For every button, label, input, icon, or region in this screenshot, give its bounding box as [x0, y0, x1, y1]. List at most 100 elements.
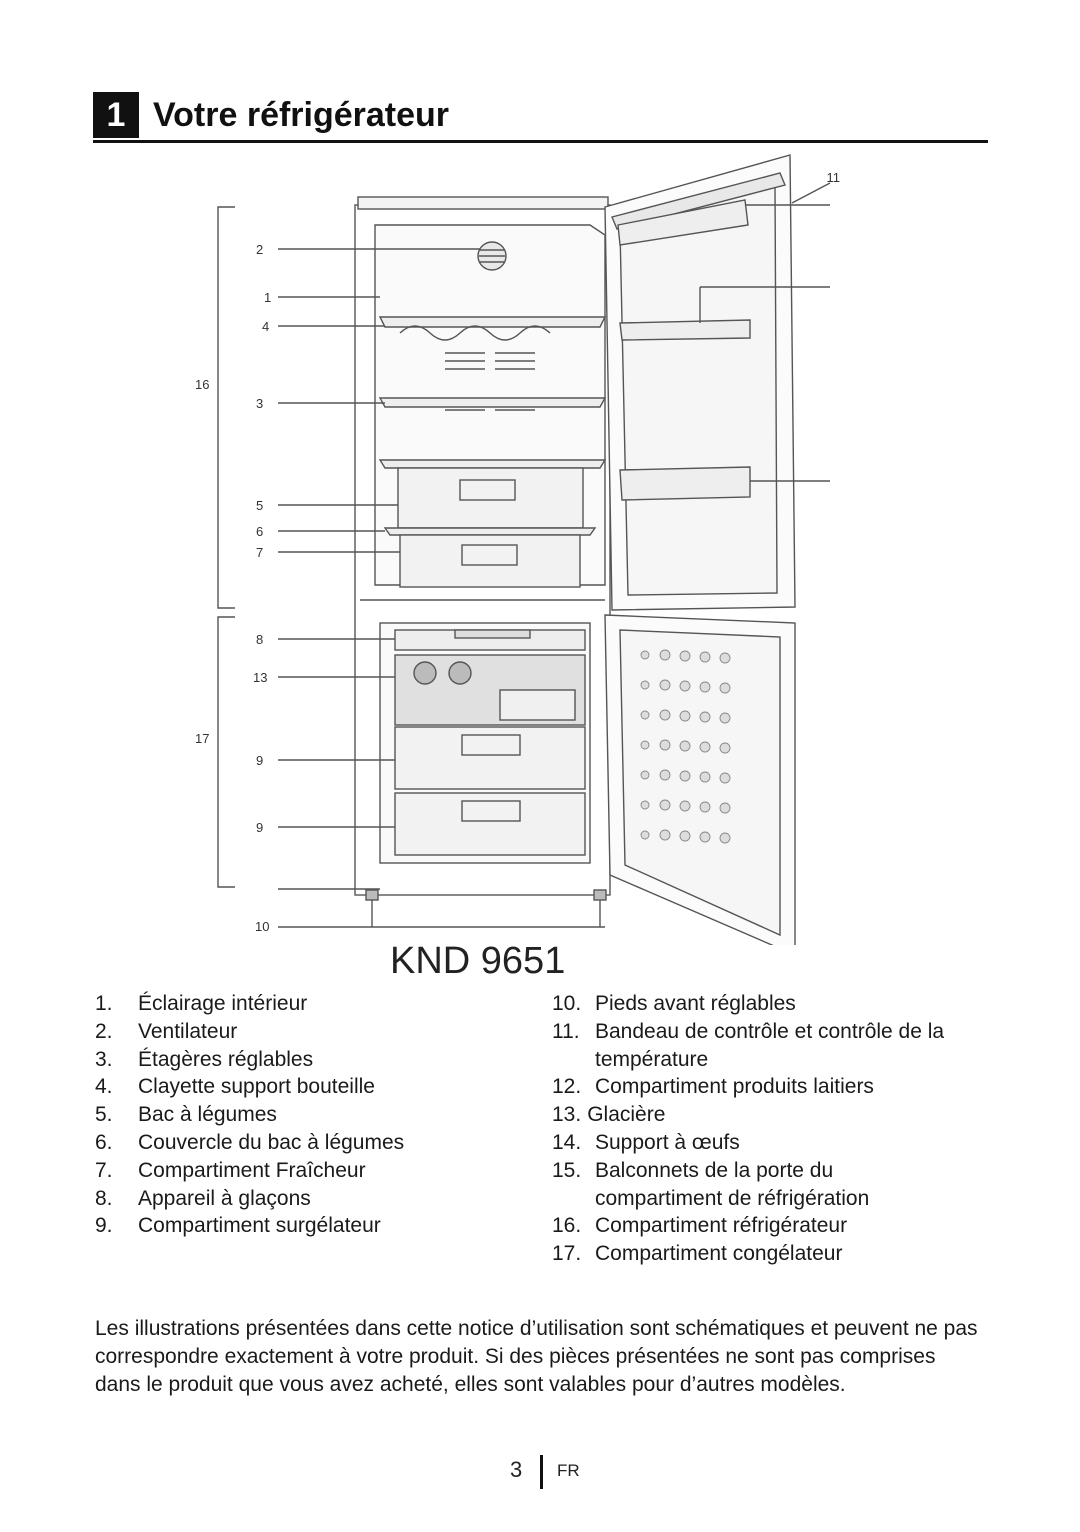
legend-item: compartiment de réfrigération — [552, 1185, 992, 1213]
legend-item: 7. Compartiment Fraîcheur — [95, 1157, 535, 1185]
legend-item-label: Glacière — [587, 1103, 666, 1127]
dairy-compartment — [617, 199, 749, 246]
callout-4: 4 — [262, 319, 269, 334]
legend-item-label: compartiment de réfrigération — [595, 1186, 870, 1210]
freezer-drawer-2 — [394, 792, 586, 856]
legend-item: 17. Compartiment congélateur — [552, 1240, 992, 1268]
callout-3: 3 — [256, 396, 263, 411]
legend-item: 11.Bandeau de contrôle et contrôle de la — [552, 1018, 992, 1046]
legend-item: 12. Compartiment produits laitiers — [552, 1073, 992, 1101]
refrigerator-diagram: 2 1 4 16 3 5 6 7 8 13 17 9 9 10 11 12 14… — [195, 154, 841, 945]
egg-rack — [619, 319, 751, 341]
legend-item-number: 11. — [552, 1019, 580, 1043]
legend-item-number: 12. — [552, 1075, 582, 1099]
legend-item: 9. Compartiment surgélateur — [95, 1212, 535, 1240]
legend-item-number: 4. — [95, 1075, 113, 1099]
legend-item: 2. Ventilateur — [95, 1018, 535, 1046]
legend-item: 8. Appareil à glaçons — [95, 1185, 535, 1213]
legend-item-label: Compartiment réfrigérateur — [595, 1214, 848, 1238]
callout-6: 6 — [256, 524, 263, 539]
legend-item-label: Compartiment surgélateur — [138, 1214, 381, 1238]
legend-item-number: 16. — [552, 1214, 582, 1238]
legend-item-number — [552, 1046, 595, 1074]
adjustable-shelf — [378, 397, 607, 408]
door-balcony — [619, 466, 751, 501]
legend-left: 1. Éclairage intérieur 2. Ventilateur 3. Étag… — [95, 990, 535, 1240]
legend-item-number: 6. — [95, 1130, 113, 1154]
footer-divider — [540, 1455, 543, 1489]
legend-item: 13.Glacière — [552, 1101, 992, 1129]
legend-item-label: Compartiment congélateur — [595, 1242, 843, 1266]
callout-7: 7 — [256, 545, 263, 560]
legend-item-number: 2. — [95, 1019, 113, 1043]
legend-item-number: 15. — [552, 1158, 582, 1182]
legend-item-label: température — [595, 1047, 709, 1071]
legend-item-label: Couvercle du bac à légumes — [138, 1130, 405, 1154]
legend-item-label: Ventilateur — [138, 1019, 238, 1043]
freezer-drawer-1 — [394, 726, 586, 790]
bottle-shelf — [378, 316, 607, 328]
legend-item: température — [552, 1046, 992, 1074]
legend-item-label: Appareil à glaçons — [138, 1186, 311, 1210]
legend-item: 1. Éclairage intérieur — [95, 990, 535, 1018]
callout-13: 13 — [253, 670, 267, 685]
fresh-drawer — [399, 534, 581, 588]
legend-right: 10. Pieds avant réglables 11.Bandeau de co… — [552, 990, 992, 1268]
legend-item-number: 7. — [95, 1158, 113, 1182]
legend-item-label: Support à œufs — [595, 1130, 740, 1154]
legend-item: 15. Balconnets de la porte du — [552, 1157, 992, 1185]
legend-item-number: 10. — [552, 992, 582, 1015]
legend-item: 4. Clayette support bouteille — [95, 1073, 535, 1101]
crisper-cover — [378, 459, 607, 469]
section-header: 1 Votre réfrigérateur — [93, 92, 988, 143]
legend-item-number: 14. — [552, 1130, 582, 1154]
callout-11: 11 — [827, 170, 841, 185]
callout-9a: 9 — [256, 753, 263, 768]
bracket-16 — [217, 206, 235, 609]
model-name: KND 9651 — [390, 940, 566, 982]
legend-item: 3. Étagères réglables — [95, 1046, 535, 1074]
front-foot-right — [593, 889, 607, 901]
legend-item: 10. Pieds avant réglables — [552, 990, 992, 1018]
bracket-17 — [217, 616, 235, 888]
callout-10: 10 — [255, 919, 269, 934]
legend-item: 6. Couvercle du bac à légumes — [95, 1129, 535, 1157]
language-code: FR — [557, 1461, 580, 1480]
section-number: 1 — [93, 92, 139, 138]
control-panel — [611, 172, 786, 230]
freezer-door-pattern — [640, 649, 731, 844]
legend-item-number: 13. — [552, 1103, 582, 1127]
callout-1: 1 — [264, 290, 271, 305]
legend-item-label: Balconnets de la porte du — [595, 1158, 834, 1182]
legend-item-number: 1. — [95, 992, 113, 1015]
page-number: 3 — [510, 1457, 523, 1482]
legend-item-number: 17. — [552, 1242, 582, 1266]
section-title: Votre réfrigérateur — [153, 96, 450, 134]
legend-item: 16. Compartiment réfrigérateur — [552, 1212, 992, 1240]
legend-item: 14. Support à œufs — [552, 1129, 992, 1157]
cabinet-top — [357, 196, 609, 210]
legend-item-label: Compartiment Fraîcheur — [138, 1158, 366, 1182]
legend-item-number: 3. — [95, 1047, 113, 1071]
callout-5: 5 — [256, 498, 263, 513]
legend-item-label: Bac à légumes — [138, 1103, 277, 1127]
legend-item: 5. Bac à légumes — [95, 1101, 535, 1129]
legend-item-label: Compartiment produits laitiers — [595, 1075, 874, 1099]
legend-item-label: Pieds avant réglables — [595, 992, 796, 1015]
legend-item-number — [552, 1185, 595, 1213]
page-footer: 3 FR — [0, 1455, 1080, 1489]
callout-9b: 9 — [256, 820, 263, 835]
crisper-drawer — [397, 467, 584, 529]
callout-17: 17 — [195, 731, 209, 746]
disclaimer-note: Les illustrations présentées dans cette … — [95, 1317, 978, 1396]
callout-8: 8 — [256, 632, 263, 647]
legend-item-label: Clayette support bouteille — [138, 1075, 375, 1099]
front-foot-left — [365, 889, 379, 901]
callout-2: 2 — [256, 242, 263, 257]
legend-item-number: 8. — [95, 1186, 113, 1210]
legend-item-number: 5. — [95, 1103, 113, 1127]
legend-item-label: Éclairage intérieur — [138, 992, 308, 1015]
legend-item-number: 9. — [95, 1214, 113, 1238]
legend-item-label: Étagères réglables — [138, 1047, 314, 1071]
callout-16: 16 — [195, 377, 209, 392]
